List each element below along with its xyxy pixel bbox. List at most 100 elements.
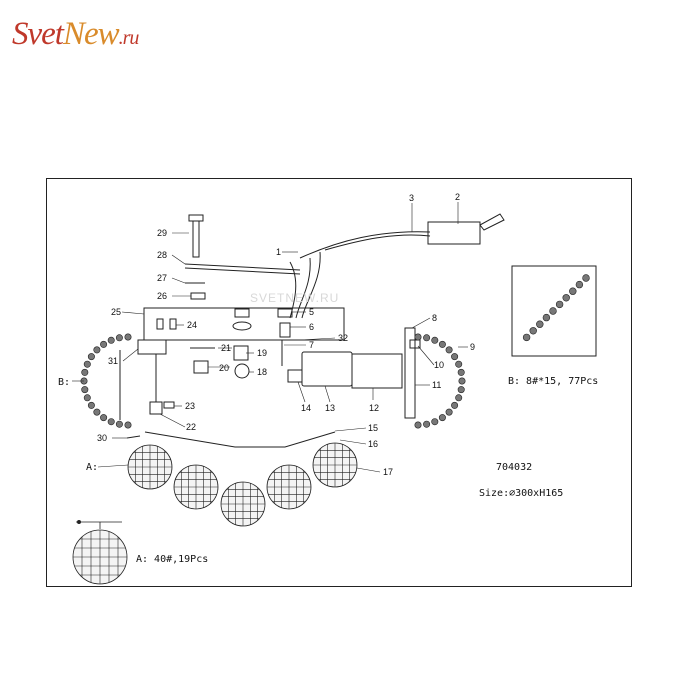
- bead-left: [87, 401, 95, 409]
- bead-left: [87, 353, 95, 361]
- bead-right: [458, 377, 466, 385]
- part-label-1: 1: [276, 247, 281, 257]
- part-label-26: 26: [157, 291, 167, 301]
- part-14: [287, 369, 303, 383]
- part-mounting-plate-25: [143, 307, 345, 341]
- part-transformer-2: [427, 221, 481, 245]
- bead-left: [93, 408, 101, 416]
- bead-detail-b: [575, 280, 584, 289]
- bead-left: [107, 336, 115, 344]
- bead-spec-b: B: 8#*15, 77Pcs: [508, 376, 598, 387]
- part-label-32: 32: [338, 333, 348, 343]
- part-label-20: 20: [219, 363, 229, 373]
- part-crossbar-15: [144, 431, 336, 448]
- part-label-14: 14: [301, 403, 311, 413]
- part-label-10: 10: [434, 360, 444, 370]
- bead-detail-b: [569, 287, 577, 295]
- part-label-12: 12: [369, 403, 379, 413]
- bead-detail-b: [522, 333, 531, 342]
- bead-left: [124, 421, 132, 429]
- part-bulb-18: [234, 363, 250, 379]
- bead-left: [107, 418, 115, 426]
- bead-left: [81, 368, 89, 376]
- part-20: [193, 360, 209, 374]
- part-label-5: 5: [309, 307, 314, 317]
- part-label-25: 25: [111, 307, 121, 317]
- bead-detail-b: [536, 320, 544, 328]
- bead-left: [83, 394, 91, 402]
- bead-left: [83, 360, 91, 368]
- bead-right: [455, 360, 463, 368]
- part-label-23: 23: [185, 401, 195, 411]
- part-31: [137, 339, 167, 355]
- part-label-22: 22: [186, 422, 196, 432]
- ball-facets: [73, 443, 357, 584]
- part-screw-29: [192, 220, 200, 258]
- callout-a: A:: [86, 462, 98, 473]
- part-label-11: 11: [432, 380, 441, 390]
- bead-detail-b: [549, 307, 557, 315]
- part-lampholder-13: [301, 351, 353, 387]
- assembly-diagram-frame: [46, 178, 632, 587]
- bead-right: [438, 414, 446, 422]
- part-label-24: 24: [187, 320, 197, 330]
- part-label-28: 28: [157, 250, 167, 260]
- brand-domain: .ru: [118, 27, 140, 49]
- bead-right: [445, 408, 453, 416]
- detail-b-frame: [511, 265, 597, 357]
- part-label-9: 9: [470, 342, 475, 352]
- part-11: [404, 327, 416, 419]
- bead-right: [455, 394, 463, 402]
- leader-lines: [72, 202, 468, 473]
- watermark: SVETNEW.RU: [250, 291, 339, 305]
- bead-right: [431, 418, 439, 426]
- bead-left: [100, 414, 108, 422]
- part-label-7: 7: [309, 340, 314, 350]
- bead-detail-b: [562, 294, 570, 302]
- part-6: [279, 322, 291, 338]
- bead-right: [438, 340, 446, 348]
- bead-left: [115, 420, 123, 428]
- bead-strands: [80, 274, 590, 429]
- part-label-13: 13: [325, 403, 335, 413]
- part-shade-12: [351, 353, 403, 389]
- part-label-8: 8: [432, 313, 437, 323]
- part-label-19: 19: [257, 348, 267, 358]
- bead-left: [93, 346, 101, 354]
- bead-right: [423, 420, 431, 428]
- bead-right: [414, 421, 422, 429]
- bead-detail-b: [555, 300, 564, 309]
- part-rod-28: [184, 263, 301, 271]
- bead-left: [115, 334, 123, 342]
- part-label-3: 3: [409, 193, 414, 203]
- bead-detail-b: [529, 327, 537, 335]
- bead-right: [431, 336, 439, 344]
- size-spec: Size:⌀300xH165: [479, 488, 563, 499]
- part-label-29: 29: [157, 228, 167, 238]
- brand-name-new: New: [62, 16, 120, 52]
- part-screw-head: [188, 214, 204, 222]
- part-23: [163, 401, 175, 409]
- bead-right: [457, 368, 465, 376]
- bead-left: [124, 333, 132, 341]
- bead-detail-b: [582, 274, 590, 282]
- bead-right: [414, 333, 422, 341]
- bead-detail-b: [542, 313, 551, 322]
- part-24: [156, 318, 164, 330]
- part-label-16: 16: [368, 439, 378, 449]
- bead-right: [451, 353, 459, 361]
- part-label-18: 18: [257, 367, 267, 377]
- part-30: [126, 435, 141, 439]
- part-label-17: 17: [383, 467, 393, 477]
- part-19: [233, 345, 249, 361]
- brand-logo: SvetNew.ru: [12, 16, 212, 60]
- part-label-15: 15: [368, 423, 378, 433]
- bead-left: [100, 340, 108, 348]
- bead-right: [423, 334, 431, 342]
- part-labels: 1 2 3 5 6 7 8 9 10 11 12 13 14 15 16 17 …: [97, 192, 475, 477]
- bead-right: [457, 386, 465, 394]
- wire-1: [299, 231, 431, 259]
- model-number: 704032: [496, 462, 532, 473]
- part-label-21: 21: [221, 343, 231, 353]
